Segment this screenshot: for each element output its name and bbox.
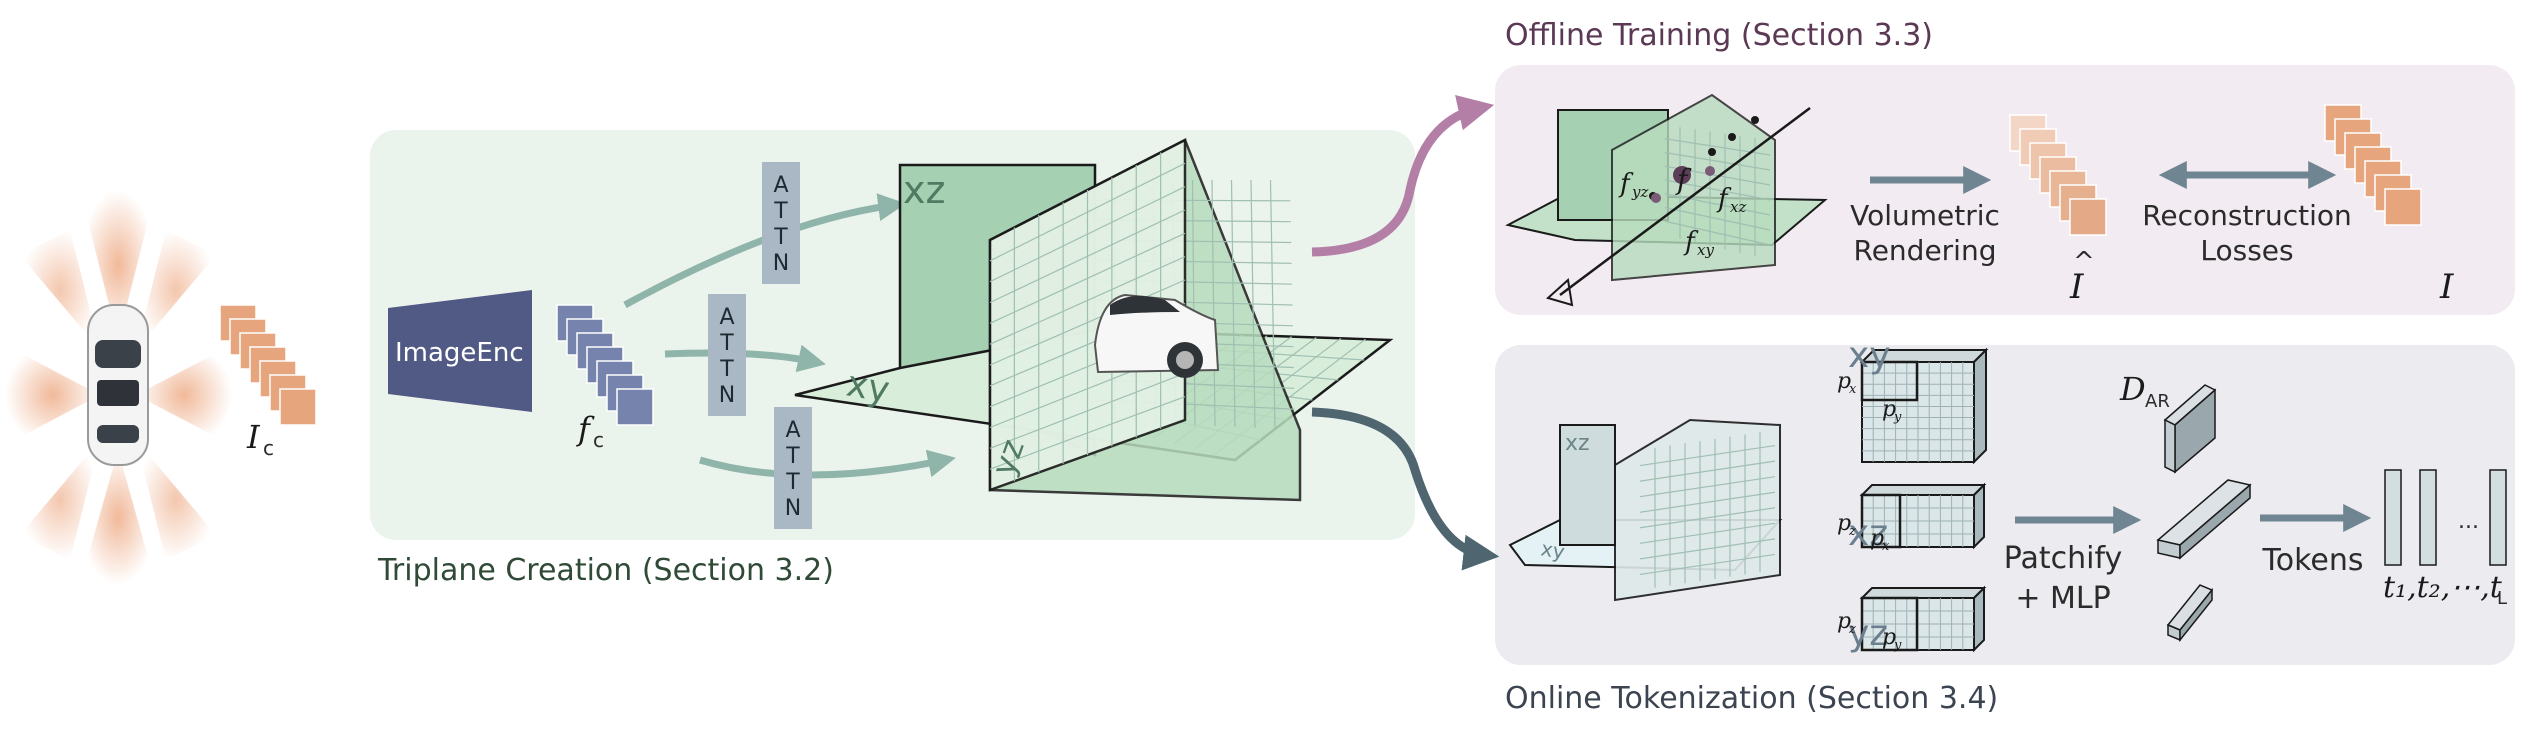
volumetric-label: Volumetric	[1850, 199, 2000, 232]
ego-car-with-camera-cones	[5, 190, 232, 585]
hat-accent: ^	[2073, 247, 2095, 277]
label-p-y-bot: p	[1882, 625, 1896, 650]
label-d-ar-sub: AR	[2145, 391, 2170, 412]
camera-cone-rear-right	[136, 440, 216, 560]
stack-frame	[2384, 188, 2422, 226]
label-i-c-sub: c	[263, 436, 274, 460]
patch-label-xz: xz	[1848, 513, 1888, 554]
token-label-xz: xz	[1565, 431, 1590, 456]
camera-cone-front	[80, 190, 156, 340]
label-p-z-bot-sub: z	[1848, 622, 1856, 637]
triplane-volume: xz xy yz	[794, 137, 1394, 502]
stack-frame	[2069, 198, 2107, 236]
car-rear-window	[97, 425, 139, 443]
tokens-sequence-last-sub: L	[2497, 588, 2507, 609]
token-label-xy: xy	[1539, 536, 1567, 564]
token-bar	[2384, 469, 2402, 566]
triplane-label-xy: xy	[843, 363, 892, 411]
attn-arrow-middle	[664, 344, 826, 373]
stack-frame	[279, 388, 317, 426]
label-p-x-top-sub: x	[1849, 382, 1857, 397]
label-d-ar: D	[2119, 370, 2146, 408]
sample-point	[1673, 166, 1691, 184]
label-f-xz-sub: xz	[1730, 198, 1746, 216]
camera-icon	[1545, 278, 1574, 307]
camera-cone-rear-left	[20, 440, 100, 560]
camera-cone-front-left	[20, 230, 100, 350]
patch-cube-yz	[1859, 585, 1987, 653]
patchify-label: Patchify	[2004, 541, 2123, 576]
render-yz-plane	[1611, 93, 1776, 282]
label-p-z-mid-sub: z	[1848, 524, 1856, 539]
token-bar	[2419, 469, 2437, 566]
feature-bar-diagonal	[2156, 479, 2252, 560]
feature-map-stack	[556, 304, 654, 426]
camera-cone-front-right	[136, 230, 216, 350]
camera-ray	[1559, 106, 1811, 297]
patch-label-yz: yz	[1848, 613, 1888, 654]
label-i: I	[2439, 267, 2454, 307]
arrow-to-online-tokenization	[1311, 407, 1500, 571]
patch-cube-xy	[1859, 347, 1989, 465]
offline-training-heading: Offline Training (Section 3.3)	[1505, 18, 1933, 53]
patch-label-xy: xy	[1848, 335, 1891, 376]
reconstruction-label: Reconstruction	[2142, 199, 2352, 232]
label-i-c: I	[246, 418, 261, 456]
label-f-yz-sub: yz	[1631, 183, 1648, 201]
image-encoder-label: ImageEnc	[395, 338, 524, 368]
camera-cone-rear	[80, 450, 156, 585]
online-tokenization-heading: Online Tokenization (Section 3.4)	[1505, 681, 1998, 716]
car-illustration	[1093, 293, 1220, 378]
tokens-label: Tokens	[2262, 543, 2364, 578]
label-p-z-mid: p	[1837, 511, 1851, 536]
label-p-y-bot-sub: y	[1893, 638, 1902, 653]
losses-label: Losses	[2200, 234, 2293, 267]
rendering-label: Rendering	[1854, 234, 1997, 267]
rendered-image-stack	[2009, 114, 2107, 236]
token-yz-plane	[1614, 418, 1781, 602]
triplane-label-xz: xz	[903, 168, 945, 212]
car-roof	[97, 380, 139, 406]
token-sequence	[2384, 469, 2507, 566]
triplane-creation-heading: Triplane Creation (Section 3.2)	[377, 553, 834, 588]
input-image-stack	[219, 304, 317, 426]
camera-cone-left	[5, 345, 100, 445]
token-bar	[2489, 469, 2507, 566]
label-p-z-bot: p	[1837, 609, 1851, 634]
tokens-sequence-label: t₁,t₂,⋯,t	[2383, 570, 2503, 605]
label-p-x-top: p	[1837, 369, 1851, 394]
mlp-label: + MLP	[2015, 581, 2110, 616]
arrow-to-offline-training	[1311, 95, 1495, 257]
label-p-x-mid-sub: x	[1882, 539, 1890, 554]
stack-frame	[616, 388, 654, 426]
camera-cone-right	[136, 345, 232, 445]
label-i-hat: I	[2069, 267, 2084, 307]
rendering-triplane	[1505, 93, 1828, 307]
car-windshield	[95, 340, 141, 368]
label-p-x-mid: p	[1870, 526, 1884, 551]
feature-bar-vertical	[2163, 384, 2217, 474]
feature-bar-lower	[2166, 584, 2214, 643]
ground-truth-image-stack	[2324, 104, 2422, 226]
label-p-y-top: p	[1882, 397, 1896, 422]
label-f-c-sub: c	[593, 428, 604, 452]
image-encoder-block	[388, 290, 532, 412]
token-triplane: xz xy	[1508, 418, 1783, 602]
patch-cube-xz	[1859, 482, 1987, 550]
token-ellipsis: ...	[2458, 509, 2479, 534]
label-p-y-top-sub: y	[1893, 410, 1902, 425]
label-f-xy-sub: xy	[1697, 241, 1714, 259]
